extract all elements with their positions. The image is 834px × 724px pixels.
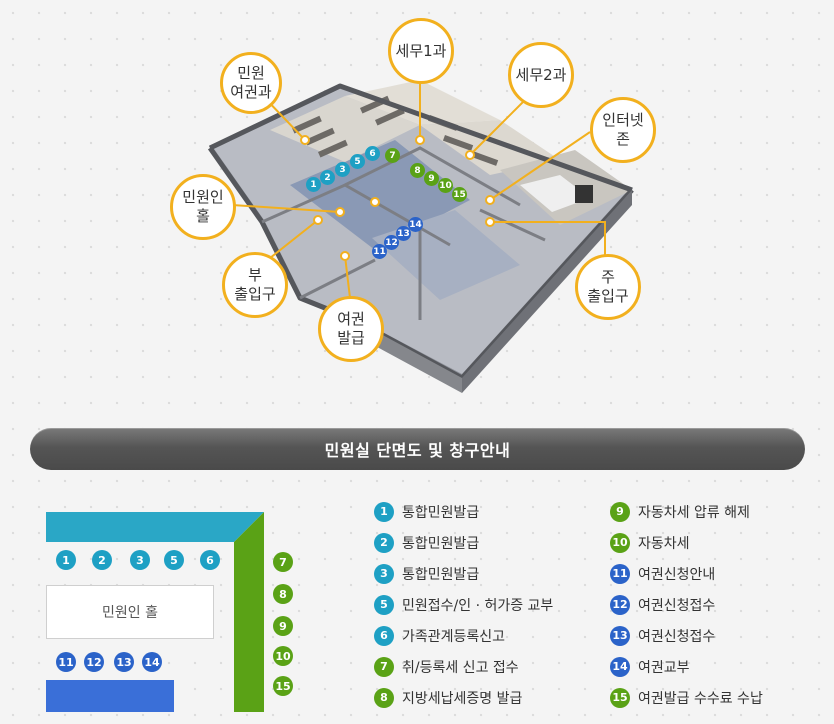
plan-pin-2: 2 — [320, 170, 335, 185]
plan-pin-6: 6 — [365, 146, 380, 161]
legend-label: 통합민원발급 — [402, 504, 480, 521]
minimap-dot-3: 3 — [130, 550, 150, 570]
legend-num: 2 — [374, 532, 394, 553]
legend-item: 13 여권신청접수 — [610, 620, 763, 651]
callout-internet-zone: 인터넷 존 — [590, 97, 656, 163]
plan-pin-5: 5 — [350, 154, 365, 169]
callout-semu-2: 세무2과 — [508, 42, 574, 108]
legend-label: 여권교부 — [638, 659, 690, 676]
minimap-dot-8: 8 — [273, 584, 293, 604]
legend-label: 여권발급 수수료 수납 — [638, 690, 763, 707]
plan-pin-13: 13 — [396, 226, 411, 241]
legend-num: 15 — [610, 687, 630, 708]
section-title: 민원실 단면도 및 창구안내 — [324, 441, 511, 460]
legend-num: 1 — [374, 501, 394, 522]
legend-item: 2 통합민원발급 — [374, 527, 553, 558]
legend-label: 자동차세 압류 해제 — [638, 504, 750, 521]
legend-label: 지방세납세증명 발급 — [402, 690, 523, 707]
legend-num: 11 — [610, 563, 630, 584]
plan-pin-8: 8 — [410, 163, 425, 178]
counter-minimap: 1 2 3 5 6 7 8 9 10 15 민원인 홀 11 12 13 14 — [44, 512, 304, 717]
legend-item: 14 여권교부 — [610, 651, 763, 682]
plan-pin-12: 12 — [384, 235, 399, 250]
legend-num: 8 — [374, 687, 394, 708]
legend-label: 여권신청안내 — [638, 566, 716, 583]
plan-pin-14: 14 — [408, 217, 423, 232]
legend-item: 3 통합민원발급 — [374, 558, 553, 589]
legend-label: 자동차세 — [638, 535, 690, 552]
callout-minwon-yeogwon: 민원 여권과 — [220, 52, 282, 114]
legend-item: 15 여권발급 수수료 수납 — [610, 682, 763, 713]
minimap-dot-2: 2 — [92, 550, 112, 570]
plan-pin-9: 9 — [424, 171, 439, 186]
legend-label: 가족관계등록신고 — [402, 628, 506, 645]
minimap-hall-box: 민원인 홀 — [46, 585, 214, 639]
legend-item: 10 자동차세 — [610, 527, 763, 558]
minimap-counters-shape — [46, 512, 264, 712]
legend-label: 여권신청접수 — [638, 597, 716, 614]
plan-pin-7: 7 — [385, 148, 400, 163]
callout-minwonin-hall: 민원인 홀 — [170, 174, 236, 240]
minimap-dot-6: 6 — [200, 550, 220, 570]
legend-num: 7 — [374, 656, 394, 677]
plan-pin-3: 3 — [335, 162, 350, 177]
legend-left: 1 통합민원발급 2 통합민원발급 3 통합민원발급 5 민원접수/인 · 허가증 교부… — [374, 496, 553, 713]
legend-num: 10 — [610, 532, 630, 553]
minimap-dot-12: 12 — [84, 652, 104, 672]
legend-label: 취/등록세 신고 접수 — [402, 659, 519, 676]
callout-semu-1: 세무1과 — [388, 18, 454, 84]
minimap-dot-5: 5 — [164, 550, 184, 570]
legend-num: 14 — [610, 656, 630, 677]
callout-passport-issue: 여권 발급 — [318, 296, 384, 362]
minimap-dot-15: 15 — [273, 676, 293, 696]
legend-label: 통합민원발급 — [402, 535, 480, 552]
legend-item: 8 지방세납세증명 발급 — [374, 682, 553, 713]
legend-item: 6 가족관계등록신고 — [374, 620, 553, 651]
legend-label: 민원접수/인 · 허가증 교부 — [402, 597, 554, 614]
legend-item: 12 여권신청접수 — [610, 589, 763, 620]
minimap-dot-7: 7 — [273, 552, 293, 572]
minimap-dot-14: 14 — [142, 652, 162, 672]
callout-main-entrance: 주 출입구 — [575, 254, 641, 320]
legend-label: 통합민원발급 — [402, 566, 480, 583]
legend-item: 1 통합민원발급 — [374, 496, 553, 527]
floor-plan-3d: 민원 여권과 세무1과 세무2과 인터넷 존 민원인 홀 부 출입구 여권 발급… — [170, 18, 656, 393]
legend-num: 12 — [610, 594, 630, 615]
legend-item: 5 민원접수/인 · 허가증 교부 — [374, 589, 553, 620]
legend-num: 5 — [374, 594, 394, 615]
plan-pin-1: 1 — [306, 177, 321, 192]
minimap-hall-label: 민원인 홀 — [102, 605, 158, 621]
section-title-bar: 민원실 단면도 및 창구안내 — [30, 428, 805, 470]
callout-side-entrance: 부 출입구 — [222, 252, 288, 318]
minimap-dot-13: 13 — [114, 652, 134, 672]
legend-item: 7 취/등록세 신고 접수 — [374, 651, 553, 682]
minimap-dot-11: 11 — [56, 652, 76, 672]
plan-pin-15: 15 — [452, 187, 467, 202]
legend-num: 6 — [374, 625, 394, 646]
legend-right: 9 자동차세 압류 해제 10 자동차세 11 여권신청안내 12 여권신청접수 13 여… — [610, 496, 763, 713]
legend-num: 9 — [610, 501, 630, 522]
minimap-dot-9: 9 — [273, 616, 293, 636]
plan-pin-11: 11 — [372, 244, 387, 259]
legend-num: 3 — [374, 563, 394, 584]
minimap-dot-1: 1 — [56, 550, 76, 570]
legend-item: 9 자동차세 압류 해제 — [610, 496, 763, 527]
minimap-dot-10: 10 — [273, 646, 293, 666]
legend-item: 11 여권신청안내 — [610, 558, 763, 589]
legend-num: 13 — [610, 625, 630, 646]
legend-label: 여권신청접수 — [638, 628, 716, 645]
plan-pin-10: 10 — [438, 178, 453, 193]
